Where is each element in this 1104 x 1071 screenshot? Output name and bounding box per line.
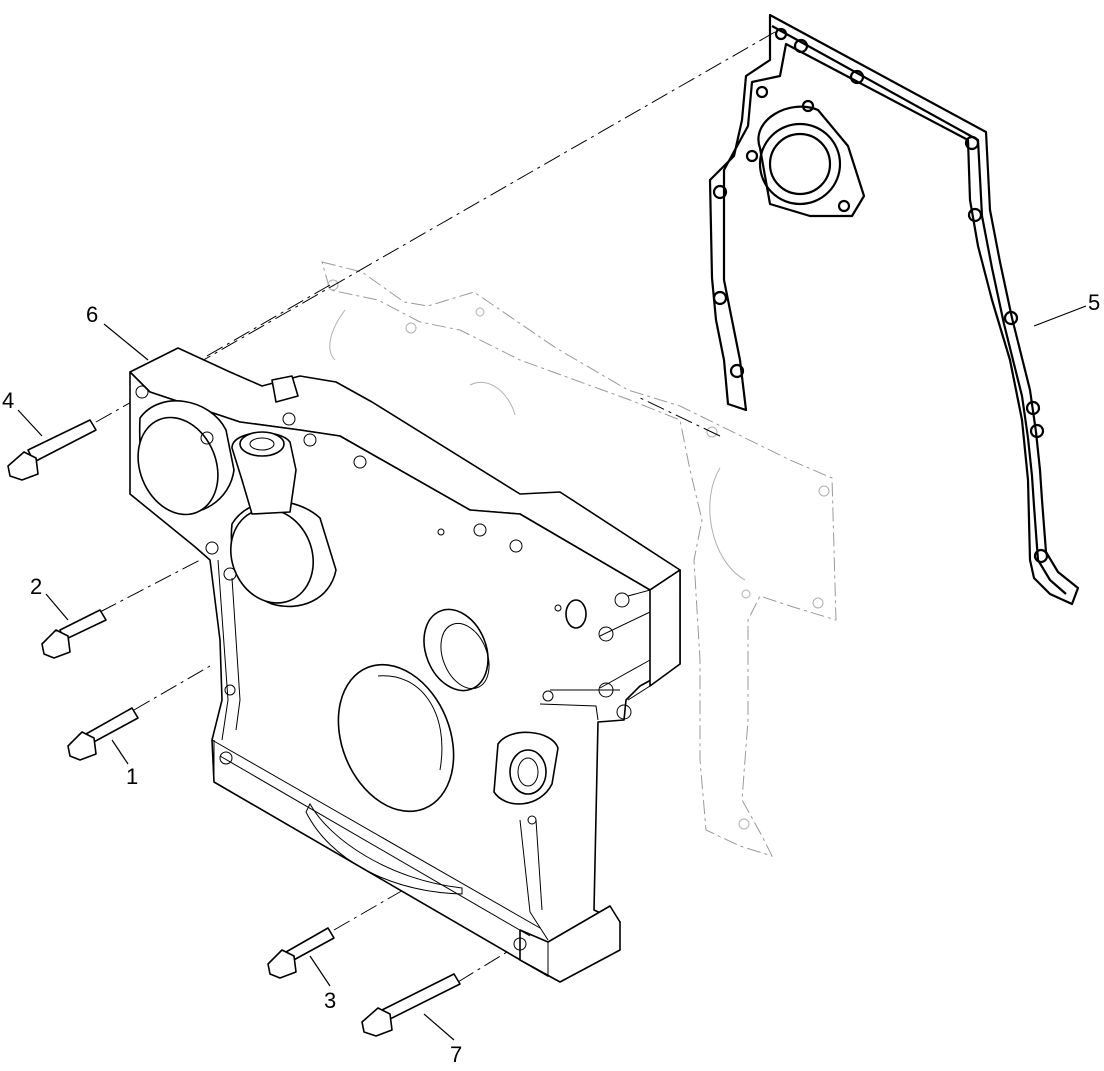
bolt-1 (67, 707, 139, 761)
bolt-7 (361, 973, 461, 1037)
callout-6: 6 (86, 302, 98, 327)
bolt-3 (267, 927, 335, 979)
phantom-engine-face (321, 261, 837, 857)
timing-cover (129, 347, 681, 983)
gasket (708, 13, 1080, 606)
bolt-4 (7, 419, 97, 481)
bolt-2 (41, 609, 107, 659)
callout-3: 3 (324, 988, 336, 1013)
callout-1: 1 (126, 764, 138, 789)
callout-7: 7 (450, 1042, 462, 1067)
callout-5: 5 (1088, 290, 1100, 315)
callout-2: 2 (30, 574, 42, 599)
callout-4: 4 (2, 388, 14, 413)
leader-lines (17, 305, 1087, 1041)
